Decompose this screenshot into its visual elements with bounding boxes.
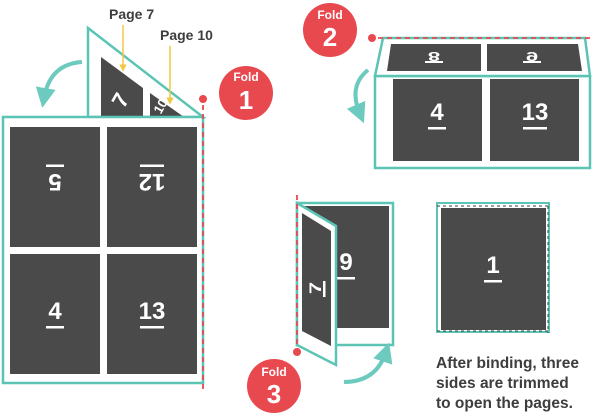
step2-page-13-number: 13 bbox=[522, 99, 549, 126]
fold1-word: Fold bbox=[233, 70, 258, 84]
step2-page-8-number: 8 bbox=[428, 49, 440, 64]
callout-page-10: Page 10 bbox=[160, 27, 213, 43]
step3-page-7 bbox=[302, 213, 331, 346]
sheet-page-13 bbox=[107, 254, 197, 374]
step2-page-9 bbox=[487, 44, 582, 71]
step2-page-4-underline bbox=[428, 127, 446, 130]
step2-page-4 bbox=[393, 79, 482, 161]
flap-page-10-number: 10 bbox=[150, 96, 170, 116]
step2-page-9-underline bbox=[523, 61, 541, 63]
step2-page-13-underline bbox=[523, 127, 547, 130]
fold3-number: 3 bbox=[267, 379, 281, 409]
trimmed-page-1 bbox=[441, 208, 546, 330]
step3-page-7-number: 7 bbox=[307, 282, 326, 294]
sheet-page-4-underline bbox=[46, 326, 64, 329]
step3-folded-booklet: 9 7 Fold 3 bbox=[247, 195, 395, 413]
step2-page-8-underline bbox=[425, 61, 443, 63]
fold1-number: 1 bbox=[239, 85, 253, 115]
sheet-page-5-underline bbox=[46, 164, 64, 167]
flap-page-7 bbox=[101, 57, 143, 117]
step3-page-9-number: 9 bbox=[339, 249, 352, 276]
fold3-arrow bbox=[343, 342, 393, 384]
fold2-badge bbox=[303, 3, 357, 57]
fold3-badge bbox=[247, 359, 301, 413]
trimmed-page-1-underline bbox=[484, 280, 502, 283]
fold2-number: 2 bbox=[323, 22, 337, 52]
fold1-arrow bbox=[35, 60, 83, 108]
sheet-page-4-number: 4 bbox=[48, 298, 62, 325]
sheet-page-13-underline bbox=[140, 326, 164, 329]
flap-page-10 bbox=[150, 93, 184, 117]
sheet-page-12 bbox=[107, 127, 197, 247]
step3-page-7-underline bbox=[323, 281, 326, 297]
sheet-page-12-number: 12 bbox=[139, 168, 166, 195]
fold1-dot bbox=[199, 95, 207, 103]
step2-page-4-number: 4 bbox=[430, 99, 444, 126]
step2-page-13 bbox=[490, 79, 579, 161]
fold2-dot bbox=[368, 34, 376, 42]
sheet-page-5-number: 5 bbox=[48, 168, 61, 195]
sheet-page-4 bbox=[10, 254, 100, 374]
step2-page-8 bbox=[387, 44, 481, 71]
caption-line-1: After binding, three bbox=[436, 355, 579, 372]
caption-line-3: to open the pages. bbox=[436, 395, 573, 412]
fold1-badge bbox=[219, 66, 273, 120]
fold3-word: Fold bbox=[261, 365, 286, 379]
sheet-page-5 bbox=[10, 127, 100, 247]
fold2-word: Fold bbox=[317, 8, 342, 22]
step2-page-9-number: 9 bbox=[526, 49, 538, 64]
callout-page-7: Page 7 bbox=[109, 6, 154, 22]
step1-sheet: 7 10 5 12 4 13 Page 7 Page 10 bbox=[1, 6, 273, 392]
trim-caption: After binding, three sides are trimmed t… bbox=[436, 354, 600, 414]
trimmed-page-1-number: 1 bbox=[486, 252, 499, 279]
fold2-arrow bbox=[346, 68, 370, 124]
sheet-page-13-number: 13 bbox=[139, 298, 166, 325]
step2-folded-sheet: 4 13 8 9 Fold 2 bbox=[303, 3, 592, 170]
caption-line-2: sides are trimmed bbox=[436, 375, 569, 392]
fold3-dot bbox=[293, 348, 301, 356]
step4-trimmed-page: 1 bbox=[436, 202, 551, 333]
step3-page-9-underline bbox=[337, 277, 355, 280]
sheet-page-12-underline bbox=[140, 164, 164, 167]
